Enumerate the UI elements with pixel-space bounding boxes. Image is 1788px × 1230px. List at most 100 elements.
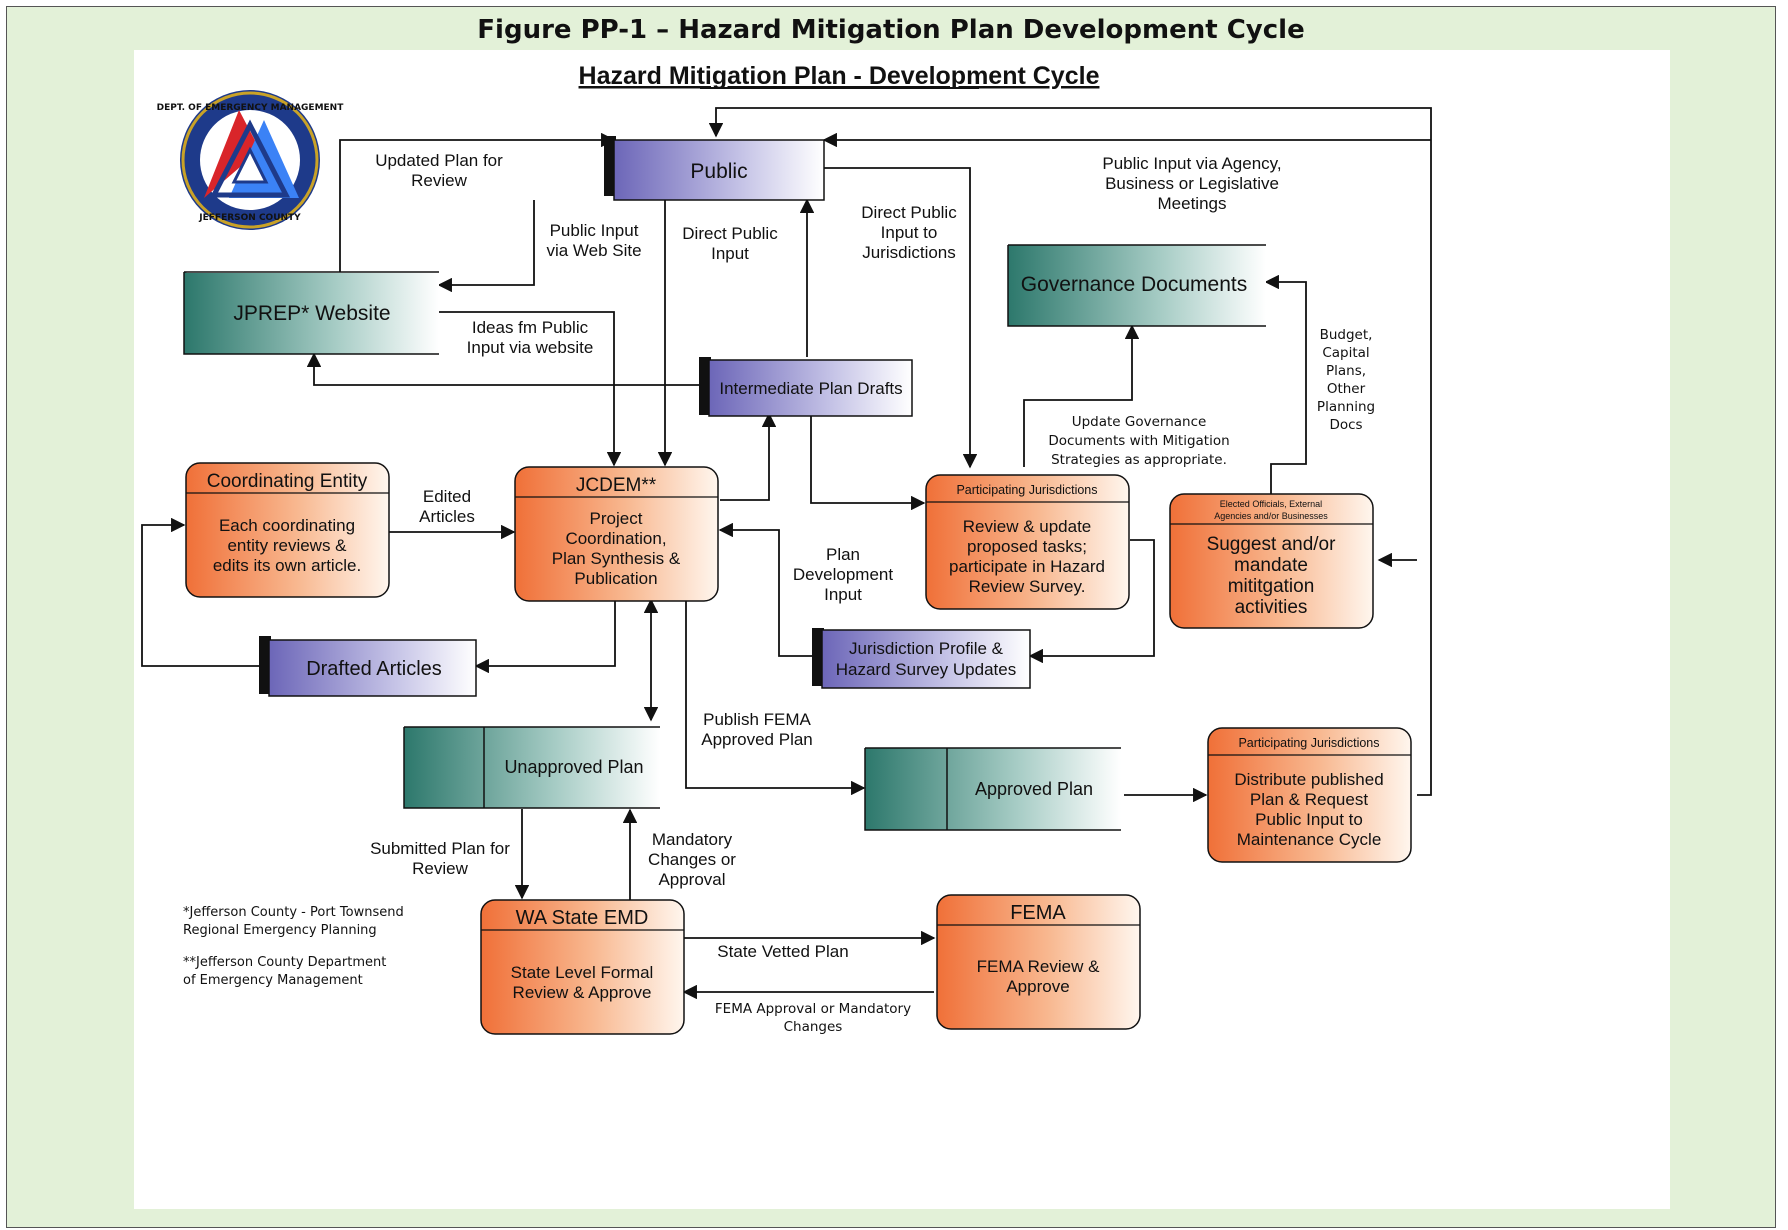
node-drafted-label: Drafted Articles [306,658,442,680]
logo-text-top: DEPT. OF EMERGENCY MANAGEMENT [157,103,345,113]
participating1-body-4: Review Survey. [969,577,1086,596]
node-participating-jurisdictions-2: Participating Jurisdictions Distribute p… [1207,727,1412,863]
label-edited-articles-1: Edited [423,487,471,506]
elected-body-2: mandate [1234,555,1308,576]
node-jurisdiction-profile: Jurisdiction Profile & Hazard Survey Upd… [812,628,1031,689]
label-direct-jurisdictions-1: Direct Public [861,203,957,222]
label-budget-2: Capital [1322,345,1369,361]
node-governance-documents: Governance Documents [1007,244,1266,327]
dem-logo: DEPT. OF EMERGENCY MANAGEMENT JEFFERSON … [157,90,345,230]
label-plan-dev-input-3: Input [824,585,862,604]
label-direct-jurisdictions-3: Jurisdictions [862,243,956,262]
node-jprep-website: JPREP* Website [183,271,439,355]
fema-title: FEMA [1010,902,1066,924]
label-publish-fema-1: Publish FEMA [703,710,811,729]
diagram-title: Hazard Mitigation Plan - Development Cyc… [579,62,1100,90]
edge-labels: Updated Plan for Review Public Input via… [370,151,1375,1035]
participating1-body-3: participate in Hazard [949,557,1105,576]
elected-body-3: mititgation [1228,576,1315,597]
elected-title-1: Elected Officials, External [1220,499,1322,509]
label-updated-plan-2: Review [411,171,467,190]
node-drafted-articles: Drafted Articles [259,636,477,697]
label-edited-articles-2: Articles [419,507,475,526]
node-approved-plan: Approved Plan [864,747,1121,831]
label-update-governance-1: Update Governance [1072,414,1207,430]
logo-text-bottom: JEFFERSON COUNTY [198,213,301,223]
node-intermediate-label: Intermediate Plan Drafts [719,379,902,398]
label-budget-6: Docs [1329,417,1362,433]
node-public: Public [604,136,825,201]
wa-state-title: WA State EMD [516,907,649,929]
node-jcdem: JCDEM** Project Coordination, Plan Synth… [514,466,719,602]
label-budget-4: Other [1327,381,1366,397]
fema-body-2: Approve [1006,977,1069,996]
diagram-svg: Hazard Mitigation Plan - Development Cyc… [141,62,1432,1035]
label-direct-jurisdictions-2: Input to [881,223,938,242]
node-unapproved-plan: Unapproved Plan [403,726,660,809]
figure-frame: Figure PP-1 – Hazard Mitigation Plan Dev… [6,6,1776,1228]
label-mandatory-changes-2: Changes or [648,850,736,869]
label-updated-plan-1: Updated Plan for [375,151,503,170]
node-jurisdiction-profile-line1: Jurisdiction Profile & [849,639,1004,658]
participating2-title: Participating Jurisdictions [1238,736,1379,750]
footnote-1-line2: Regional Emergency Planning [183,923,377,938]
footnote-2-line1: **Jefferson County Department [183,955,386,970]
label-direct-public-2: Input [711,244,749,263]
label-plan-dev-input-1: Plan [826,545,860,564]
jcdem-body-3: Plan Synthesis & [552,549,681,568]
label-budget-3: Plans, [1326,363,1366,379]
jcdem-title: JCDEM** [576,475,657,496]
label-update-governance-2: Documents with Mitigation [1048,433,1229,449]
participating2-body-4: Maintenance Cycle [1237,830,1382,849]
node-elected-officials: Elected Officials, External Agencies and… [1169,493,1374,629]
participating1-body-1: Review & update [963,517,1092,536]
label-publish-fema-2: Approved Plan [701,730,813,749]
node-fema: FEMA FEMA Review & Approve [936,894,1141,1030]
label-direct-public-1: Direct Public [682,224,778,243]
fema-body-1: FEMA Review & [977,957,1100,976]
label-budget-5: Planning [1317,399,1375,415]
wa-state-body-1: State Level Formal [511,963,654,982]
label-fema-approval-1: FEMA Approval or Mandatory [715,1001,911,1017]
label-mandatory-changes-3: Approval [658,870,725,889]
label-submitted-plan-2: Review [412,859,468,878]
footnote-2-line2: of Emergency Management [183,973,363,988]
jcdem-body-4: Publication [574,569,657,588]
node-intermediate-plan-drafts: Intermediate Plan Drafts [699,357,913,417]
participating2-body-1: Distribute published [1234,770,1383,789]
label-mandatory-changes-1: Mandatory [652,830,733,849]
label-agency-meetings-1: Public Input via Agency, [1102,154,1281,173]
label-public-input-web-1: Public Input [550,221,639,240]
footnotes: *Jefferson County - Port Townsend Region… [183,905,404,988]
node-public-label: Public [690,160,747,183]
participating1-title: Participating Jurisdictions [956,483,1097,497]
wa-state-body-2: Review & Approve [513,983,652,1002]
label-plan-dev-input-2: Development [793,565,893,584]
participating1-body-2: proposed tasks; [967,537,1087,556]
label-ideas-public-2: Input via website [467,338,594,357]
participating2-body-2: Plan & Request [1250,790,1368,809]
node-wa-state-emd: WA State EMD State Level Formal Review &… [480,899,685,1035]
label-ideas-public-1: Ideas fm Public [472,318,589,337]
diagram-canvas: Hazard Mitigation Plan - Development Cyc… [134,50,1670,1209]
label-public-input-web-2: via Web Site [546,241,641,260]
coordinating-body-1: Each coordinating [219,516,355,535]
node-participating-jurisdictions-1: Participating Jurisdictions Review & upd… [925,474,1130,610]
node-approved-label: Approved Plan [975,779,1093,799]
label-agency-meetings-3: Meetings [1158,194,1227,213]
label-fema-approval-2: Changes [784,1019,843,1035]
elected-body-4: activities [1235,597,1308,618]
jcdem-body-1: Project [590,509,643,528]
label-agency-meetings-2: Business or Legislative [1105,174,1279,193]
connectors [141,107,1432,1000]
footnote-1-line1: *Jefferson County - Port Townsend [183,905,404,920]
label-update-governance-3: Strategies as appropriate. [1051,452,1227,468]
participating2-body-3: Public Input to [1255,810,1363,829]
label-budget-1: Budget, [1320,327,1373,343]
node-governance-label: Governance Documents [1021,273,1247,296]
node-jurisdiction-profile-line2: Hazard Survey Updates [836,660,1016,679]
label-state-vetted: State Vetted Plan [717,942,848,961]
coordinating-body-3: edits its own article. [213,556,361,575]
figure-title: Figure PP-1 – Hazard Mitigation Plan Dev… [477,15,1305,45]
node-unapproved-label: Unapproved Plan [504,757,643,777]
